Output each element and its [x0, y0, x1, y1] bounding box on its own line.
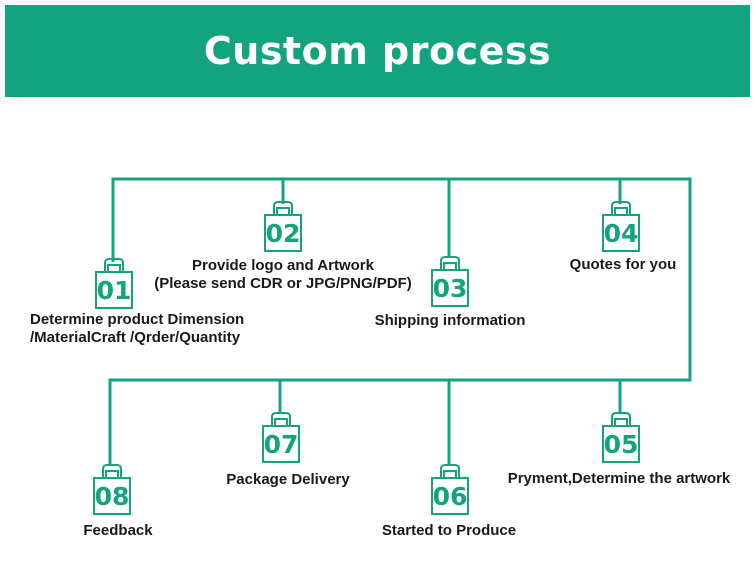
step-01-label: Determine product Dimension /MaterialCra…: [30, 311, 244, 347]
top-connector: [108, 177, 692, 466]
step-06-label: Started to Produce: [382, 522, 516, 540]
step-04-number: 04: [603, 219, 639, 248]
header-banner: Custom process: [5, 5, 750, 97]
step-01-number: 01: [96, 276, 132, 305]
step-02-label-line1: Provide logo and Artwork: [192, 257, 374, 274]
step-02-label: Provide logo and Artwork (Please send CD…: [154, 257, 412, 293]
step-07-label-line1: Package Delivery: [226, 471, 350, 488]
step-06-label-line1: Started to Produce: [381, 522, 517, 539]
step-01-label-line1: Determine product Dimension: [30, 311, 245, 328]
step-08-shopping-bag-icon: 08: [92, 464, 132, 516]
step-08-label-line1: Feedback: [83, 522, 153, 539]
step-05-label-line1: Pryment,Determine the artwork: [507, 470, 731, 487]
step-04-label-line1: Quotes for you: [569, 256, 677, 273]
step-03-label: Shipping information: [375, 312, 526, 330]
step-08-label: Feedback: [83, 522, 152, 540]
step-02-shopping-bag-icon: 02: [263, 201, 303, 253]
step-07-label: Package Delivery: [226, 471, 349, 489]
step-08-number: 08: [94, 482, 130, 511]
step-07-shopping-bag-icon: 07: [261, 412, 301, 464]
step-06-number: 06: [432, 482, 468, 511]
step-05-number: 05: [603, 430, 639, 459]
step-02-label-line2: (Please send CDR or JPG/PNG/PDF): [154, 275, 412, 292]
step-02-number: 02: [265, 219, 301, 248]
step-01-label-line2: /MaterialCraft /Qrder/Quantity: [30, 329, 241, 346]
step-06-shopping-bag-icon: 06: [430, 464, 470, 516]
step-03-label-line1: Shipping information: [374, 312, 526, 329]
step-03-number: 03: [432, 274, 468, 303]
step-03-shopping-bag-icon: 03: [430, 256, 470, 308]
step-01-shopping-bag-icon: 01: [94, 258, 134, 310]
page-title: Custom process: [203, 29, 552, 73]
step-05-label: Pryment,Determine the artwork: [508, 470, 731, 488]
step-05-shopping-bag-icon: 05: [601, 412, 641, 464]
step-04-label: Quotes for you: [570, 256, 677, 274]
step-04-shopping-bag-icon: 04: [601, 201, 641, 253]
step-07-number: 07: [263, 430, 299, 459]
